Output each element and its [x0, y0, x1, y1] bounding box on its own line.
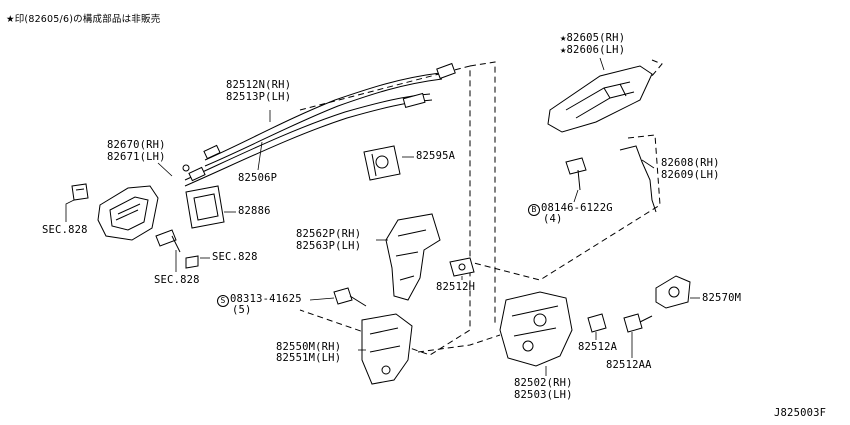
bolt-82512aa [623, 313, 653, 333]
inside-handle-82670 [97, 185, 159, 241]
label-08313-qty: (5) [232, 304, 252, 316]
dashed-frame-right [469, 134, 661, 281]
label-82671: 82671(LH) [107, 151, 166, 163]
striker-82570m [655, 275, 691, 309]
label-82563p: 82563P(LH) [296, 240, 362, 252]
key-rod-82608 [619, 145, 657, 213]
label-sec828-b: SEC.828 [212, 251, 258, 263]
label-82502: 82502(RH) [514, 377, 573, 389]
label-82608: 82608(RH) [661, 157, 720, 169]
label-82562p: 82562P(RH) [296, 228, 362, 240]
label-82550m: 82550M(RH) [276, 341, 342, 353]
outside-handle-82605 [547, 65, 653, 133]
b-mark-icon: B [528, 204, 540, 216]
label-82606: ★82606(LH) [560, 44, 626, 56]
rod-clip-82512h [449, 257, 475, 277]
label-82670: 82670(RH) [107, 139, 166, 151]
escutcheon-82886 [185, 185, 225, 229]
dashed-frame-left [299, 65, 471, 356]
label-82512n: 82512N(RH) [226, 79, 292, 91]
label-82512h: 82512H [436, 281, 476, 293]
label-82513p: 82513P(LH) [226, 91, 292, 103]
rod-protector-82562p [385, 213, 441, 301]
label-sec828-a: SEC.828 [42, 224, 88, 236]
label-08146-qty: (4) [543, 213, 563, 225]
label-82551m: 82551M(LH) [276, 352, 342, 364]
label-sec828-c: SEC.828 [154, 274, 200, 286]
label-82503: 82503(LH) [514, 389, 573, 401]
door-lock-82502 [499, 291, 573, 367]
header-note: ★印(82605/6)の構成部品は非販売 [6, 14, 161, 25]
remote-cable-82512n [182, 62, 456, 187]
label-08146-number: 08146-6122G [541, 202, 613, 214]
bolt-08146 [565, 157, 587, 191]
label-82506p: 82506P [238, 172, 278, 184]
label-82570m: 82570M [702, 292, 742, 304]
label-82595a: 82595A [416, 150, 456, 162]
clip-part [71, 183, 89, 201]
screw-part [155, 229, 181, 253]
label-82886: 82886 [238, 205, 271, 217]
leader-lines [65, 57, 700, 376]
label-82609: 82609(LH) [661, 169, 720, 181]
label-82512a: 82512A [578, 341, 618, 353]
lock-shield-82550m [361, 313, 413, 385]
grommet-part [185, 255, 199, 269]
diagram-id: J825003F [774, 407, 827, 419]
label-08313-number: 08313-41625 [230, 293, 302, 305]
s-mark-icon: S [217, 295, 229, 307]
bolt-08313 [333, 287, 367, 307]
bracket-82595a [363, 145, 401, 181]
label-82512aa: 82512AA [606, 359, 652, 371]
dashed-frame-center [469, 61, 496, 325]
rod-clip-82512a [587, 313, 607, 333]
label-82605: ★82605(RH) [560, 32, 626, 44]
